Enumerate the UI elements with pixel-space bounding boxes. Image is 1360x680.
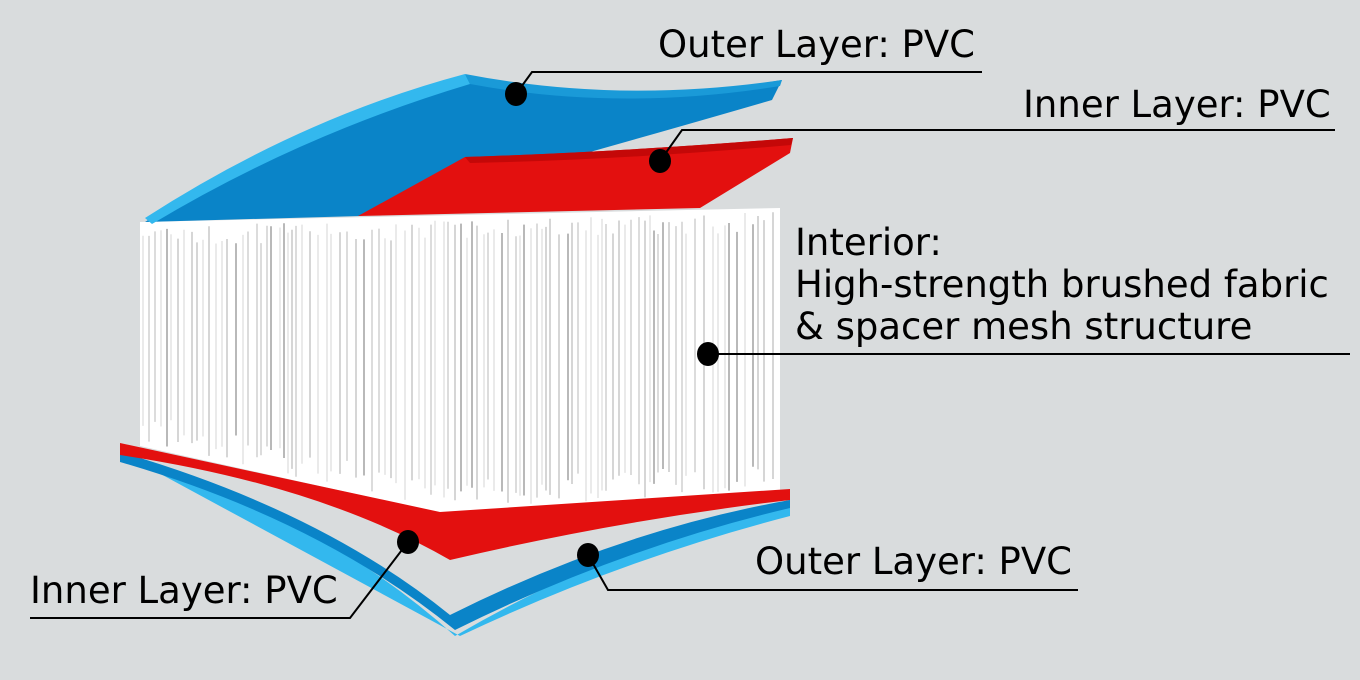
callout-dots — [397, 82, 719, 567]
label-interior-line2: & spacer mesh structure — [795, 305, 1253, 348]
label-inner-layer-bottom: Inner Layer: PVC — [30, 569, 338, 612]
spacer-mesh — [140, 208, 780, 515]
label-outer-layer-top: Outer Layer: PVC — [658, 23, 976, 66]
bottom-inner-layer — [120, 443, 790, 560]
callout-dot-interior — [697, 342, 719, 366]
callout-dot-inner-bottom — [397, 530, 419, 554]
leader-lines — [30, 71, 1350, 619]
bottom-outer-layer — [120, 452, 790, 636]
mesh-fibers — [142, 212, 774, 504]
label-inner-layer-top: Inner Layer: PVC — [1023, 83, 1331, 126]
callout-dot-outer-top — [505, 82, 527, 106]
label-interior-title: Interior: — [795, 221, 942, 264]
top-inner-layer — [358, 138, 793, 216]
label-outer-layer-bottom: Outer Layer: PVC — [755, 540, 1073, 583]
callout-dot-outer-bottom — [577, 543, 599, 567]
callout-dot-inner-top — [649, 149, 671, 173]
label-interior-line1: High-strength brushed fabric — [795, 263, 1329, 306]
top-outer-layer — [145, 74, 782, 224]
